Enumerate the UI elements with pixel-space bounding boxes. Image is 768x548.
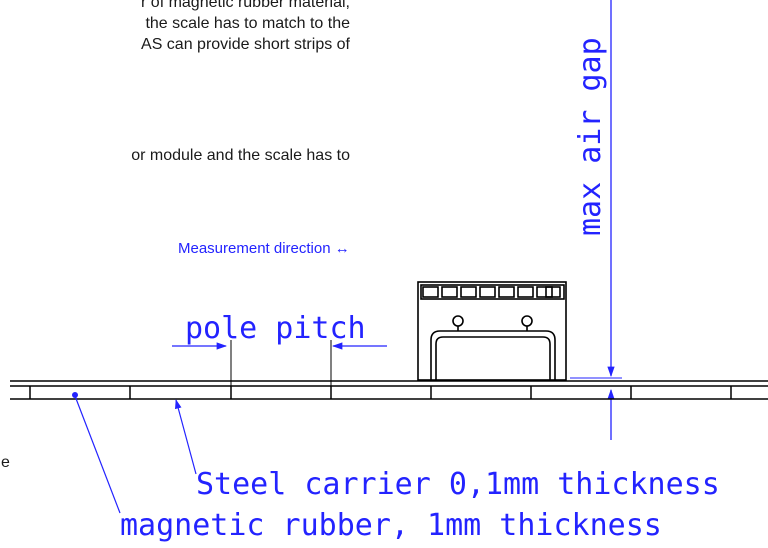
paragraph-line: the scale has to match to the <box>145 15 350 32</box>
pole-pitch-label: pole pitch <box>185 311 366 346</box>
max-air-gap-label: max air gap <box>573 37 608 236</box>
description-paragraph-2: or module and the scale has to <box>131 145 350 166</box>
description-paragraph-1: r of magnetic rubber material, the scale… <box>141 0 350 55</box>
paragraph-line: AS can provide short strips of <box>141 36 350 53</box>
leader-dot <box>72 392 78 398</box>
magnetic-rubber-label: magnetic rubber, 1mm thickness <box>120 508 662 543</box>
magnetic-scale-strip <box>10 380 768 400</box>
edge-glyph: e <box>1 454 10 471</box>
steel-carrier-leader-line <box>175 399 197 475</box>
paragraph-line: r of magnetic rubber material, <box>141 0 350 11</box>
sensor-module <box>417 281 567 381</box>
paragraph-line: or module and the scale has to <box>131 147 350 164</box>
steel-carrier-label: Steel carrier 0,1mm thickness <box>196 467 720 502</box>
magnetic-rubber-leader-line <box>74 395 121 514</box>
measurement-direction-label: Measurement direction ↔ <box>178 240 350 257</box>
